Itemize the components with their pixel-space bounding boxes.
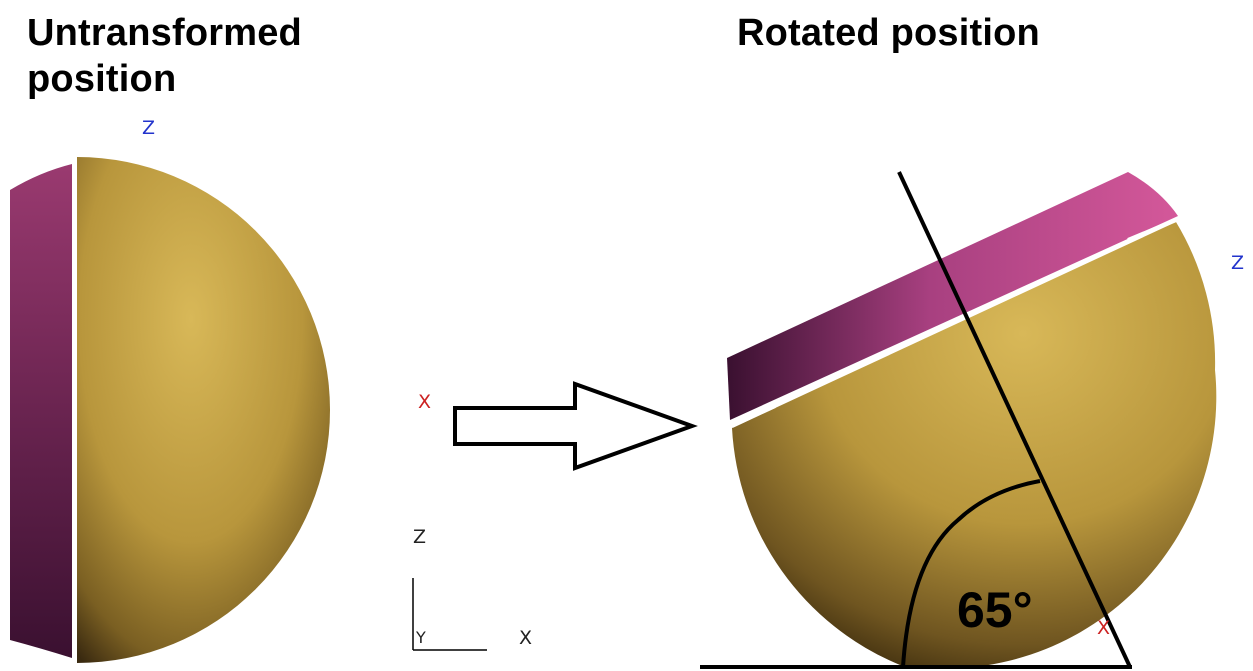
- right-sphere: [732, 222, 1217, 669]
- title-untransformed: Untransformed position: [27, 12, 302, 100]
- inclined-axis-line: [897, 171, 1132, 668]
- angle-arc: [901, 479, 1041, 668]
- triad-y-label: Y: [416, 628, 426, 647]
- triad-z-label: Z: [413, 526, 427, 548]
- right-gap-line: [731, 404, 776, 428]
- triad-x-label: X: [519, 627, 533, 649]
- right-sphere-x-label: X: [1097, 617, 1111, 639]
- right-gap-line-upper: [1127, 218, 1177, 242]
- left-sphere-z-label: Z: [142, 117, 156, 139]
- angle-label: 65°: [957, 582, 1033, 638]
- title-rotated: Rotated position: [737, 12, 1040, 54]
- right-sphere-z-label: Z: [1231, 252, 1245, 274]
- left-sphere-x-label: X: [418, 391, 432, 413]
- right-band: [727, 172, 1178, 420]
- right-arrow-icon: [453, 381, 698, 471]
- left-hemisphere: [77, 157, 330, 663]
- left-band: [10, 164, 72, 658]
